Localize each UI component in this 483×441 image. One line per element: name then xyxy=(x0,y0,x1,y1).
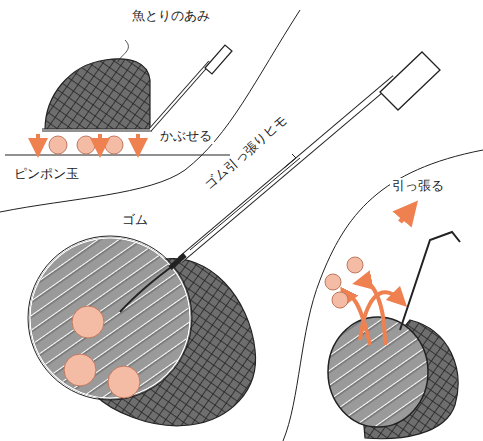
part-label: ゴム xyxy=(120,212,150,228)
part-label: かぶせる xyxy=(158,128,214,144)
part-label: 魚とりのあみ xyxy=(130,8,212,24)
part-label: 引っ張る xyxy=(390,178,446,194)
part-label: ピンポン玉 xyxy=(12,166,81,182)
